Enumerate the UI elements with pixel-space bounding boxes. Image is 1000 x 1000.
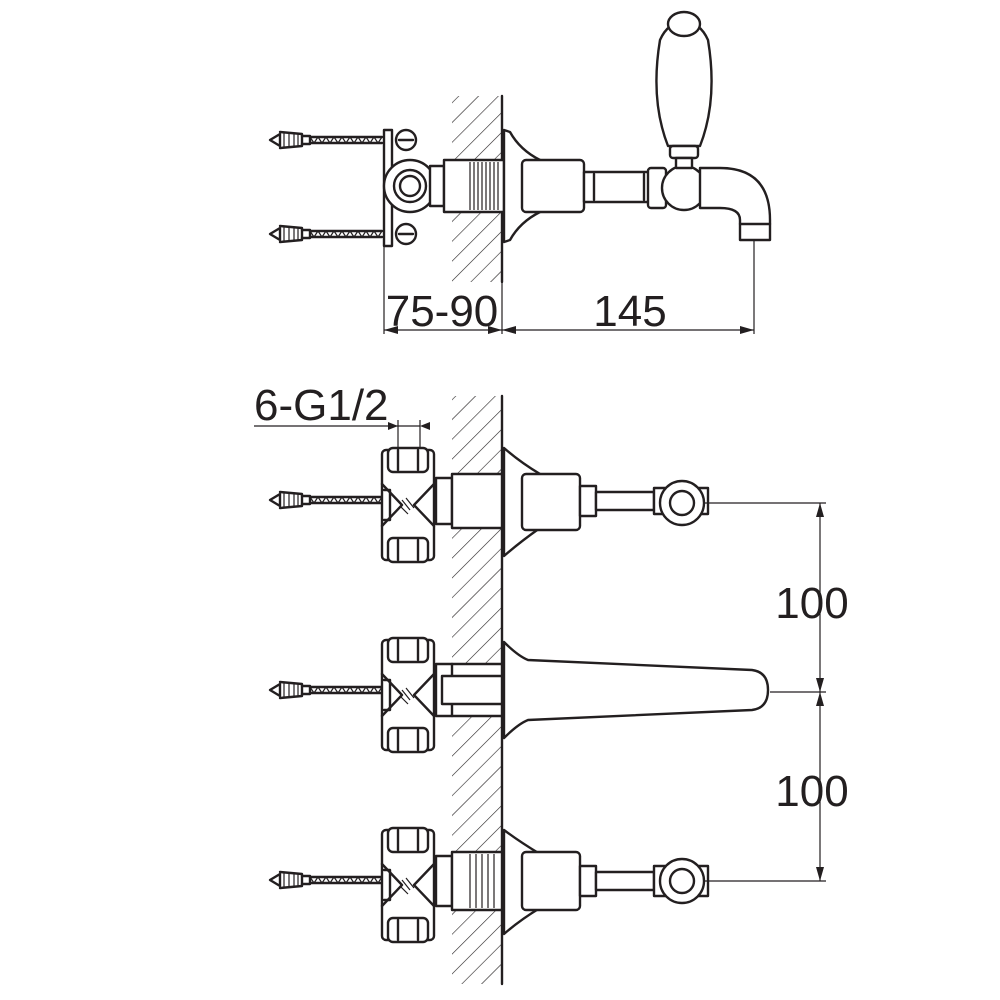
side-elevation: 75-90 145 bbox=[268, 10, 772, 336]
dim-spacing-upper: 100 bbox=[775, 579, 848, 628]
plan-view: 6-G1/2 bbox=[254, 381, 849, 986]
dim-wall-depth: 75-90 bbox=[386, 287, 499, 336]
dim-spacing-lower: 100 bbox=[775, 767, 848, 816]
dim-spout-projection: 145 bbox=[593, 287, 666, 336]
dim-thread: 6-G1/2 bbox=[254, 381, 389, 430]
